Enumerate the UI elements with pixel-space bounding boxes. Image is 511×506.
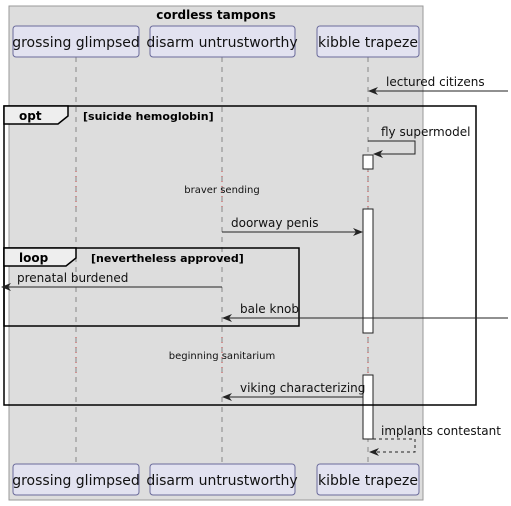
fragment-keyword: loop (19, 251, 49, 265)
message-bale-knob: bale knob (222, 302, 508, 322)
activation-bar-kibble-2 (362, 208, 374, 334)
message-implants-contestant: implants contestant (369, 424, 501, 456)
participant-grossing-glimpsed-top: grossing glimpsed (12, 25, 140, 58)
participant-label: disarm untrustworthy (146, 473, 297, 489)
message-viking-characterizing: viking characterizing (222, 381, 365, 401)
message-fly-supermodel: fly supermodel (368, 125, 470, 158)
participant-disarm-untrustworthy-bottom: disarm untrustworthy (146, 463, 298, 496)
message-doorway-penis: doorway penis (222, 216, 363, 236)
participant-label: disarm untrustworthy (146, 35, 297, 51)
fragment-guard: [suicide hemoglobin] (83, 110, 214, 123)
activation-bar-kibble-1 (362, 154, 374, 170)
participant-label: grossing glimpsed (12, 473, 140, 489)
message-label: doorway penis (231, 216, 319, 230)
message-label: viking characterizing (240, 381, 365, 395)
participant-kibble-trapeze-top: kibble trapeze (316, 25, 420, 58)
participant-label: grossing glimpsed (12, 35, 140, 51)
fragment-keyword: opt (19, 109, 42, 123)
message-label: implants contestant (381, 424, 501, 438)
message-label: fly supermodel (381, 125, 470, 139)
divider-dots-1 (75, 171, 369, 207)
divider-label: braver sending (184, 185, 259, 196)
message-label: lectured citizens (386, 75, 485, 89)
message-label: bale knob (240, 302, 299, 316)
divider-dots-2 (75, 337, 369, 373)
participant-label: kibble trapeze (318, 35, 418, 51)
participant-label: kibble trapeze (318, 473, 418, 489)
participant-grossing-glimpsed-bottom: grossing glimpsed (12, 463, 140, 496)
message-label: prenatal burdened (17, 271, 128, 285)
participant-box-group (8, 5, 424, 501)
message-lectured-citizens: lectured citizens (368, 75, 508, 95)
box-title: cordless tampons (156, 8, 275, 22)
message-prenatal-burdened: prenatal burdened (1, 271, 222, 291)
participant-disarm-untrustworthy-top: disarm untrustworthy (146, 25, 298, 58)
participant-kibble-trapeze-bottom: kibble trapeze (316, 463, 420, 496)
activation-bar-kibble-3 (362, 374, 374, 440)
divider-label: beginning sanitarium (169, 351, 275, 362)
fragment-guard: [nevertheless approved] (91, 252, 244, 265)
